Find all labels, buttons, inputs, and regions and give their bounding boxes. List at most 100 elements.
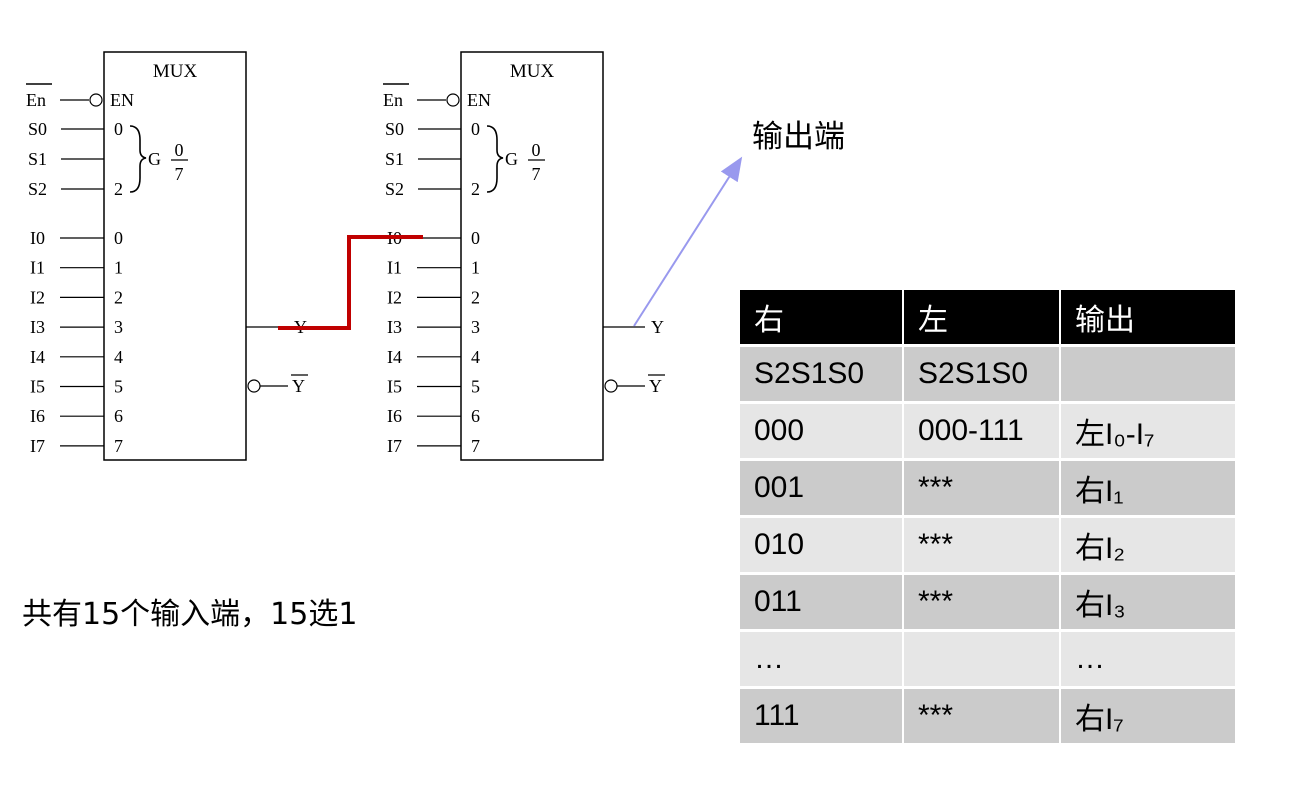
table-cell: 001 — [740, 459, 904, 518]
output-y-label: Y — [651, 317, 664, 337]
table-row: 111 *** 右I₇ — [740, 687, 1237, 746]
data-pin-label: 3 — [114, 317, 123, 337]
enable-input-label: En — [383, 90, 403, 110]
data-input-label: I2 — [30, 287, 45, 307]
select-input-label: S1 — [385, 149, 404, 169]
fraction-numerator: 0 — [175, 140, 184, 160]
output-ybar-label: Y — [649, 376, 662, 396]
inversion-bubble — [89, 93, 103, 107]
group-g-label: G — [148, 149, 161, 169]
enable-input-label: En — [26, 90, 46, 110]
select-input-label: S1 — [28, 149, 47, 169]
data-pin-label: 3 — [471, 317, 480, 337]
header-left: 左 — [903, 290, 1061, 347]
table-cell: 右I₃ — [1060, 573, 1237, 632]
data-input-label: I6 — [387, 406, 402, 426]
data-pin-label: 0 — [114, 228, 123, 248]
data-input-label: I1 — [30, 258, 45, 278]
data-pin-label: 5 — [471, 377, 480, 397]
data-input-label: I0 — [30, 228, 45, 248]
table-row: 010 *** 右I₂ — [740, 516, 1237, 575]
table-cell: … — [740, 630, 904, 689]
data-input-label: I5 — [387, 377, 402, 397]
data-input-label: I4 — [387, 347, 402, 367]
mux-title: MUX — [153, 61, 198, 82]
enable-pin-label: EN — [467, 90, 491, 110]
output-callout-label: 输出端 — [752, 119, 845, 155]
table-row: 001 *** 右I₁ — [740, 459, 1237, 518]
mux-box — [460, 51, 604, 461]
select-pin-label: 0 — [114, 119, 123, 139]
group-g-label: G — [505, 149, 518, 169]
data-pin-label: 1 — [114, 258, 123, 278]
select-pin-label: 2 — [114, 179, 123, 199]
table-cell — [1060, 345, 1237, 404]
table-cell: … — [1060, 630, 1237, 689]
inversion-bubble — [446, 93, 460, 107]
table-cell: 111 — [740, 687, 904, 746]
data-input-label: I3 — [387, 317, 402, 337]
output-ybar-label: Y — [292, 376, 305, 396]
mux-title: MUX — [510, 61, 555, 82]
fraction-numerator: 0 — [532, 140, 541, 160]
select-pin-label: 0 — [471, 119, 480, 139]
table-cell — [903, 630, 1061, 689]
data-input-label: I3 — [30, 317, 45, 337]
data-pin-label: 0 — [471, 228, 480, 248]
data-pin-label: 4 — [471, 347, 480, 367]
table-cell: 011 — [740, 573, 904, 632]
input-count-note: 共有15个输入端，15选1 — [22, 597, 358, 632]
data-pin-label: 6 — [114, 406, 123, 426]
data-pin-label: 2 — [471, 287, 480, 307]
data-pin-label: 6 — [471, 406, 480, 426]
data-input-label: I6 — [30, 406, 45, 426]
selection-truth-table: 右 左 输出 S2S1S0 S2S1S0 000 000-111 左I₀-I₇ … — [740, 290, 1237, 746]
header-right: 右 — [740, 290, 904, 347]
table-row: … … — [740, 630, 1237, 689]
table-cell: *** — [903, 459, 1061, 518]
data-pin-label: 7 — [114, 436, 123, 456]
table-cell: S2S1S0 — [740, 345, 904, 404]
table-cell: 000-111 — [903, 402, 1061, 461]
select-input-label: S0 — [385, 119, 404, 139]
fraction-denominator: 7 — [532, 164, 541, 184]
table-cell: *** — [903, 516, 1061, 575]
data-input-label: I5 — [30, 377, 45, 397]
table-cell: 右I₇ — [1060, 687, 1237, 746]
mux-box — [103, 51, 247, 461]
table-cell: 右I₂ — [1060, 516, 1237, 575]
data-pin-label: 4 — [114, 347, 123, 367]
table-row: 011 *** 右I₃ — [740, 573, 1237, 632]
table-cell: 000 — [740, 402, 904, 461]
data-pin-label: 7 — [471, 436, 480, 456]
select-group-brace — [129, 125, 147, 193]
inversion-bubble — [247, 379, 261, 393]
data-input-label: I4 — [30, 347, 45, 367]
data-input-label: I7 — [387, 436, 402, 456]
inversion-bubble — [604, 379, 618, 393]
table-row: S2S1S0 S2S1S0 — [740, 345, 1237, 404]
table-cell: *** — [903, 573, 1061, 632]
select-group-brace — [486, 125, 504, 193]
enable-pin-label: EN — [110, 90, 134, 110]
table-cell: S2S1S0 — [903, 345, 1061, 404]
select-input-label: S2 — [28, 179, 47, 199]
table-row: 000 000-111 左I₀-I₇ — [740, 402, 1237, 461]
data-pin-label: 1 — [471, 258, 480, 278]
table-header-row: 右 左 输出 — [740, 290, 1237, 347]
data-input-label: I2 — [387, 287, 402, 307]
header-output: 输出 — [1060, 290, 1237, 347]
cascade-link-wire — [278, 235, 423, 330]
data-pin-label: 5 — [114, 377, 123, 397]
data-pin-label: 2 — [114, 287, 123, 307]
data-input-label: I7 — [30, 436, 45, 456]
select-pin-label: 2 — [471, 179, 480, 199]
table-cell: 左I₀-I₇ — [1060, 402, 1237, 461]
data-input-label: I1 — [387, 258, 402, 278]
select-input-label: S0 — [28, 119, 47, 139]
table-cell: 右I₁ — [1060, 459, 1237, 518]
output-arrow — [633, 156, 743, 327]
